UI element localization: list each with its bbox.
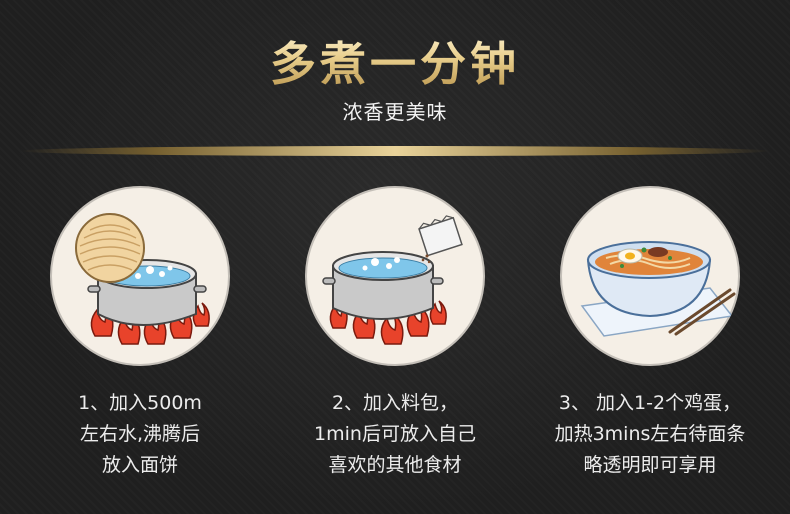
pot-with-seasoning-packet-icon [322, 215, 463, 345]
step-2-line-1: 2、加入料包， [331, 392, 459, 414]
step-3-text: 3、 加入1-2个鸡蛋， 加热3mins左右待面条 略透明即可享用 [530, 388, 770, 481]
gold-divider [20, 146, 770, 156]
step-2-line-3: 喜欢的其他食材 [328, 454, 462, 476]
step-1-illustration [50, 186, 230, 366]
step-2-text: 2、加入料包， 1min后可放入自己 喜欢的其他食材 [275, 388, 515, 481]
step-1-line-3: 放入面饼 [101, 454, 178, 476]
step-1-text: 1、加入500m 左右水,沸腾后 放入面饼 [20, 388, 260, 481]
step-2-line-2: 1min后可放入自己 [314, 423, 476, 445]
step-1-line-2: 左右水,沸腾后 [79, 423, 201, 445]
noodle-bowl-with-egg-icon [580, 241, 736, 337]
step-3-illustration [560, 186, 740, 366]
step-3-line-1: 3、 加入1-2个鸡蛋， [558, 392, 742, 414]
step-3-line-3: 略透明即可享用 [583, 454, 717, 476]
page-subtitle: 浓香更美味 [342, 100, 448, 124]
step-3-line-2: 加热3mins左右待面条 [554, 423, 746, 445]
pot-with-noodle-cake-icon [75, 213, 210, 345]
step-1-line-1: 1、加入500m [78, 392, 202, 414]
step-2-illustration [305, 186, 485, 366]
page-title: 多煮一分钟 [0, 28, 790, 94]
